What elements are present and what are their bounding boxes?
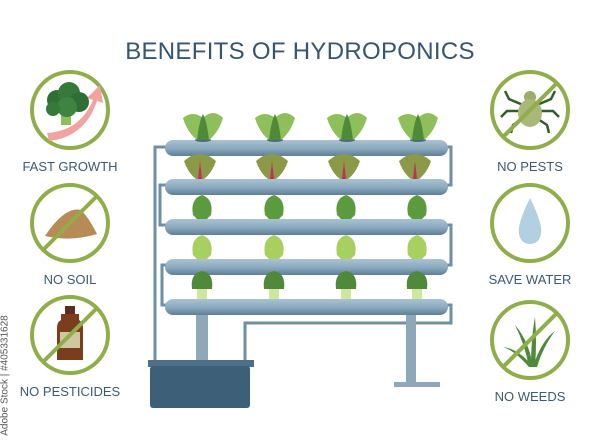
tier-1-lettuce bbox=[183, 113, 438, 142]
bug-icon bbox=[490, 70, 570, 150]
water-drop-icon bbox=[490, 183, 570, 263]
tier-pipes bbox=[165, 140, 448, 315]
benefit-fast-growth: FAST GROWTH bbox=[5, 65, 135, 174]
water-pipes bbox=[153, 145, 453, 380]
benefit-no-pesticides: NO PESTICIDES bbox=[5, 290, 135, 399]
benefit-label: NO PESTS bbox=[497, 159, 563, 174]
benefit-label: NO WEEDS bbox=[494, 389, 566, 404]
reservoir-tank bbox=[150, 366, 250, 408]
weed-grass-icon bbox=[490, 300, 570, 380]
tier-4-napa-cabbage bbox=[192, 235, 427, 259]
benefit-label: NO SOIL bbox=[43, 272, 97, 287]
benefit-label: NO PESTICIDES bbox=[19, 384, 121, 399]
benefit-no-weeds: NO WEEDS bbox=[465, 295, 595, 404]
page-title: BENEFITS OF HYDROPONICS bbox=[125, 38, 475, 65]
benefit-label: FAST GROWTH bbox=[22, 159, 118, 174]
reservoir-lid bbox=[148, 360, 254, 367]
benefit-no-soil: NO SOIL bbox=[5, 178, 135, 287]
tier-2-chard bbox=[184, 154, 431, 179]
broccoli-growth-arrow-icon bbox=[30, 70, 110, 150]
tier-5-bok-choy bbox=[191, 271, 428, 299]
benefit-no-pests: NO PESTS bbox=[465, 65, 595, 174]
soil-pile-icon bbox=[30, 183, 110, 263]
watermark: Adobe Stock | #405331628 bbox=[0, 315, 11, 436]
benefit-label: SAVE WATER bbox=[488, 272, 572, 287]
right-leg bbox=[406, 313, 416, 383]
pesticide-bottle-icon bbox=[30, 295, 110, 375]
left-leg bbox=[196, 313, 208, 363]
benefit-save-water: SAVE WATER bbox=[465, 178, 595, 287]
tier-3-romaine bbox=[192, 195, 427, 219]
right-foot bbox=[394, 382, 440, 387]
